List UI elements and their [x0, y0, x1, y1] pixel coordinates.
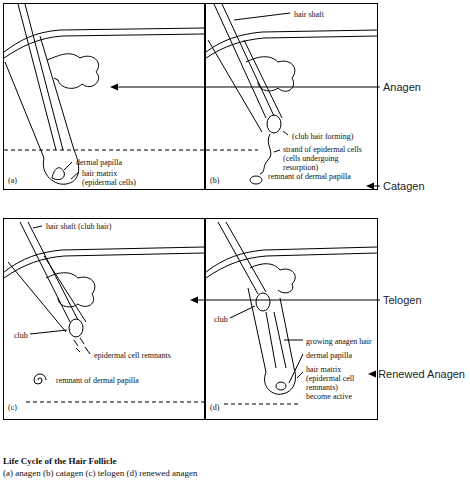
part-label: epidermal cell remnants	[94, 351, 171, 360]
caption-key: (a) anagen (b) catagen (c) telogen (d) r…	[3, 468, 197, 479]
part-label: dermal papilla	[76, 158, 122, 167]
panel-letter: (d)	[210, 403, 219, 412]
stage-label: Telogen	[383, 294, 422, 307]
part-label: (club hair forming)	[292, 132, 353, 141]
stage-arrow	[116, 87, 380, 88]
panel-letter: (a)	[8, 176, 17, 185]
stage-panel: (c) hair shaft (club hair) club epidermal c…	[3, 218, 205, 420]
panel-letter: (b)	[210, 176, 219, 185]
arrow-head	[110, 84, 118, 91]
arrow-head	[368, 371, 376, 378]
stage-arrow	[196, 300, 380, 301]
part-label: dermal papilla	[306, 351, 352, 360]
part-label: hair matrix (epidermal cell remnants) be…	[306, 365, 364, 401]
figure-caption: Life Cycle of the Hair Follicle	[3, 456, 117, 467]
part-label: hair shaft (club hair)	[46, 222, 112, 231]
stage-panel: (d) club growing anagen hair dermal papilla…	[205, 218, 378, 420]
part-label: club	[14, 331, 28, 340]
part-label: strand of epidermal cells (cells undergo…	[283, 145, 375, 172]
part-label: hair matrix (epidermal cells)	[82, 169, 144, 187]
stage-panel: (b) hair shaft (club hair forming) strand o…	[205, 3, 378, 190]
part-label: remnant of dermal papilla	[56, 376, 139, 385]
stage-label: Renewed Anagen	[378, 368, 465, 381]
stage-panel: (a) dermal papilla hair matrix (epidermal …	[3, 3, 205, 190]
part-label: growing anagen hair	[306, 337, 372, 346]
stage-label: Catagen	[383, 180, 425, 193]
part-label: remnant of dermal papilla	[268, 172, 351, 181]
panel-letter: (c)	[8, 403, 17, 412]
stage-label: Anagen	[383, 81, 421, 94]
arrow-head	[366, 183, 374, 190]
arrow-head	[190, 297, 198, 304]
part-label: hair shaft	[294, 10, 324, 19]
part-label: club	[214, 315, 228, 324]
